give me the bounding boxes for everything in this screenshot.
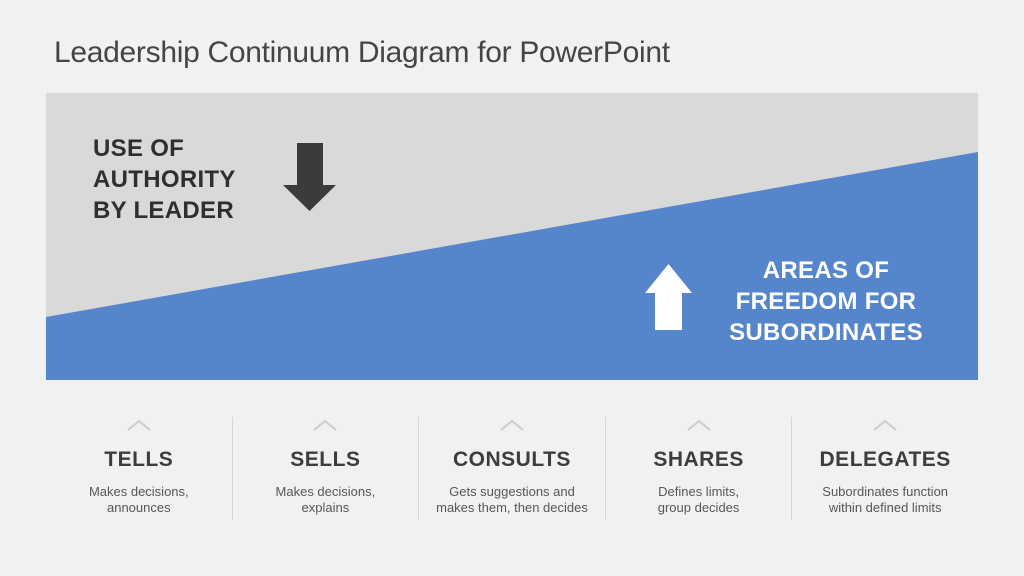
column-delegates: DELEGATES Subordinates function within d… xyxy=(792,417,978,520)
down-arrow-icon xyxy=(283,143,336,211)
freedom-area-shape xyxy=(46,152,978,380)
column-title: CONSULTS xyxy=(453,448,571,471)
leadership-styles-row: TELLS Makes decisions, announces SELLS M… xyxy=(46,417,978,520)
column-title: TELLS xyxy=(104,448,174,471)
authority-label: USE OF AUTHORITY BY LEADER xyxy=(93,135,236,224)
chevron-up-icon xyxy=(686,419,711,431)
continuum-diagram: USE OF AUTHORITY BY LEADER AREAS OF FREE… xyxy=(46,93,978,380)
freedom-label: AREAS OF FREEDOM FOR SUBORDINATES xyxy=(729,257,923,346)
column-description: Subordinates function within defined lim… xyxy=(822,484,949,515)
chevron-up-icon xyxy=(313,419,338,431)
column-title: SELLS xyxy=(290,448,361,471)
chevron-up-icon xyxy=(873,419,897,431)
chevron-up-icon xyxy=(500,419,524,431)
column-description: Defines limits, group decides xyxy=(657,484,740,515)
page-title: Leadership Continuum Diagram for PowerPo… xyxy=(54,36,670,69)
column-shares: SHARES Defines limits, group decides xyxy=(606,417,793,520)
column-description: Gets suggestions and makes them, then de… xyxy=(436,484,588,515)
column-consults: CONSULTS Gets suggestions and makes them… xyxy=(419,417,606,520)
chevron-up-icon xyxy=(127,419,151,431)
column-description: Makes decisions, announces xyxy=(88,484,189,515)
continuum-wedge-graphic xyxy=(46,93,978,380)
column-title: SHARES xyxy=(653,448,744,471)
column-tells: TELLS Makes decisions, announces xyxy=(46,417,233,520)
up-arrow-icon xyxy=(645,264,692,330)
column-sells: SELLS Makes decisions, explains xyxy=(233,417,420,520)
column-title: DELEGATES xyxy=(819,448,951,471)
column-description: Makes decisions, explains xyxy=(275,484,376,515)
